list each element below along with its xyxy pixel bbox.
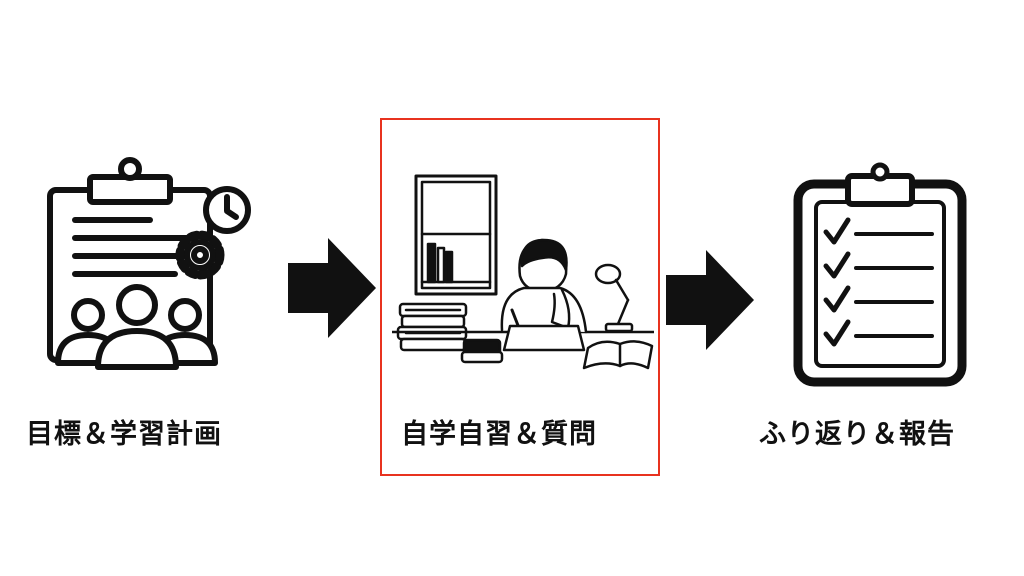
right-arrow-icon xyxy=(666,250,754,350)
step-label-review-report: ふり返り＆報告 xyxy=(759,419,955,450)
student-studying-desk-icon xyxy=(392,174,654,370)
right-arrow-icon xyxy=(288,238,376,338)
clipboard-checklist-icon xyxy=(793,162,967,387)
clipboard-team-gear-clock-icon xyxy=(47,157,251,370)
highlight-frame xyxy=(380,118,660,476)
step-label-goals-plan: 目標＆学習計画 xyxy=(26,419,222,450)
step-label-self-study-questions: 自学自習＆質問 xyxy=(401,419,597,450)
